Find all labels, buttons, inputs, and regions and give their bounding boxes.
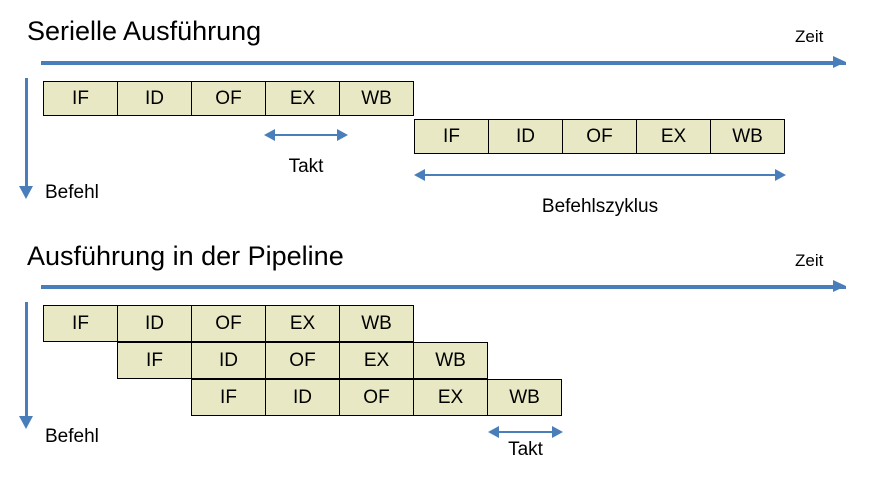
stage-cell-wb[interactable]: WB (413, 342, 488, 379)
time-axis-line-pipeline (41, 285, 834, 287)
stage-cell-wb[interactable]: WB (339, 305, 414, 342)
stage-cell-wb[interactable]: WB (339, 81, 414, 116)
befehl-label-serial: Befehl (45, 182, 99, 203)
instruction-axis-line-serial (25, 78, 28, 188)
stage-cell-of[interactable]: OF (191, 81, 266, 116)
title-rule-pipeline (41, 286, 846, 289)
stage-cell-ex[interactable]: EX (265, 81, 340, 116)
measure-bar (495, 431, 556, 433)
measure-bar (421, 174, 779, 176)
stage-cell-of[interactable]: OF (191, 305, 266, 342)
arrow-right-icon (775, 169, 786, 181)
befehlszyklus-measure-arrow (414, 168, 786, 182)
stage-cell-id[interactable]: ID (117, 81, 192, 116)
stage-cell-if[interactable]: IF (43, 81, 118, 116)
table-row: IF ID OF EX WB (117, 342, 488, 379)
stage-cell-if[interactable]: IF (43, 305, 118, 342)
instruction-axis-arrow-icon-pipeline (19, 416, 33, 429)
table-row: IF ID OF EX WB (43, 305, 414, 342)
title-rule-serial (41, 62, 846, 65)
stage-cell-ex[interactable]: EX (636, 119, 711, 154)
arrow-right-icon (337, 129, 348, 141)
stage-cell-id[interactable]: ID (265, 379, 340, 416)
table-row: IF ID OF EX WB (414, 119, 785, 154)
zeit-label-serial: Zeit (795, 27, 824, 46)
arrow-right-icon (552, 426, 563, 438)
instruction-axis-line-pipeline (25, 302, 28, 418)
stage-cell-id[interactable]: ID (117, 305, 192, 342)
stage-cell-ex[interactable]: EX (413, 379, 488, 416)
stage-cell-of[interactable]: OF (562, 119, 637, 154)
table-row: IF ID OF EX WB (191, 379, 562, 416)
measure-bar (271, 134, 341, 136)
takt-measure-arrow-pipeline (488, 425, 563, 439)
stage-cell-ex[interactable]: EX (265, 305, 340, 342)
stage-cell-if[interactable]: IF (117, 342, 192, 379)
time-axis-arrow-icon-pipeline (833, 280, 846, 292)
stage-cell-wb[interactable]: WB (710, 119, 785, 154)
arrow-left-icon (414, 169, 425, 181)
stage-cell-if[interactable]: IF (191, 379, 266, 416)
stage-cell-of[interactable]: OF (265, 342, 340, 379)
arrow-left-icon (264, 129, 275, 141)
arrow-left-icon (488, 426, 499, 438)
stage-cell-wb[interactable]: WB (487, 379, 562, 416)
takt-label-pipeline: Takt (508, 439, 543, 460)
stage-cell-id[interactable]: ID (191, 342, 266, 379)
time-axis-arrow-icon-serial (833, 56, 846, 68)
takt-label-serial: Takt (288, 156, 324, 177)
section-title-pipeline: Ausführung in der Pipeline (27, 241, 344, 271)
befehl-label-pipeline: Befehl (45, 426, 99, 447)
zeit-label-pipeline: Zeit (795, 251, 824, 270)
stage-cell-ex[interactable]: EX (339, 342, 414, 379)
section-title-serial: Serielle Ausführung (27, 16, 262, 46)
stage-cell-of[interactable]: OF (339, 379, 414, 416)
time-axis-line-serial (41, 61, 834, 63)
stage-cell-id[interactable]: ID (488, 119, 563, 154)
takt-measure-arrow-serial (264, 128, 348, 142)
stage-cell-if[interactable]: IF (414, 119, 489, 154)
table-row: IF ID OF EX WB (43, 81, 414, 116)
befehlszyklus-label: Befehlszyklus (541, 196, 659, 217)
instruction-axis-arrow-icon-serial (19, 186, 33, 199)
